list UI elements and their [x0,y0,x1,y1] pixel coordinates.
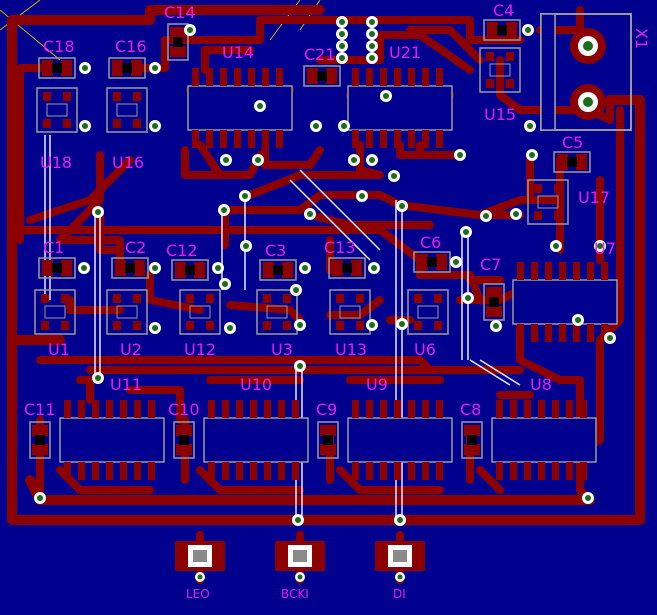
label-c7: C7 [480,255,501,274]
label-u2: U2 [120,340,142,359]
label-u21: U21 [389,43,421,62]
label-u14: U14 [222,43,254,62]
label-c6: C6 [420,233,441,252]
label-c8: C8 [460,400,481,419]
label-c12: C12 [166,241,198,260]
label-u3: U3 [271,340,293,359]
label-u6: U6 [414,340,436,359]
label-c9: C9 [316,400,337,419]
label-u9: U9 [366,375,388,394]
label-c10: C10 [168,400,200,419]
ic-packages [59,68,618,480]
label-c5: C5 [562,133,583,152]
label-u18: U18 [40,153,72,172]
terminal-block-x1 [540,13,632,131]
label-u8: U8 [530,375,552,394]
label-u11: U11 [110,375,142,394]
connector-label-leo: LEO [186,587,210,601]
label-c4: C4 [493,1,514,20]
connector-pads [175,541,425,582]
label-u13: U13 [335,340,367,359]
label-c1: C1 [43,238,64,257]
label-u10: U10 [240,375,272,394]
label-u7: U7 [594,239,616,258]
signal-traces [44,135,521,520]
label-c13: C13 [324,238,356,257]
label-c14: C14 [164,3,196,22]
label-c18: C18 [43,37,75,56]
connector-label-di: DI [393,587,406,601]
label-c2: C2 [125,238,146,257]
label-u12: U12 [184,340,216,359]
label-u17: U17 [578,188,610,207]
label-c11: C11 [24,400,56,419]
label-c3: C3 [265,241,286,260]
label-u15: U15 [484,105,516,124]
label-u16: U16 [112,153,144,172]
connector-label-bcki: BCKI [281,587,309,601]
connector-labels: LEO BCKI DI [186,587,406,601]
label-u1: U1 [48,340,70,359]
label-x1: X1 [632,28,651,49]
label-c16: C16 [115,37,147,56]
label-c21: C21 [304,45,336,64]
component-labels: C14 C18 C16 U14 C21 U21 C4 X1 U15 U18 U1… [24,1,651,419]
